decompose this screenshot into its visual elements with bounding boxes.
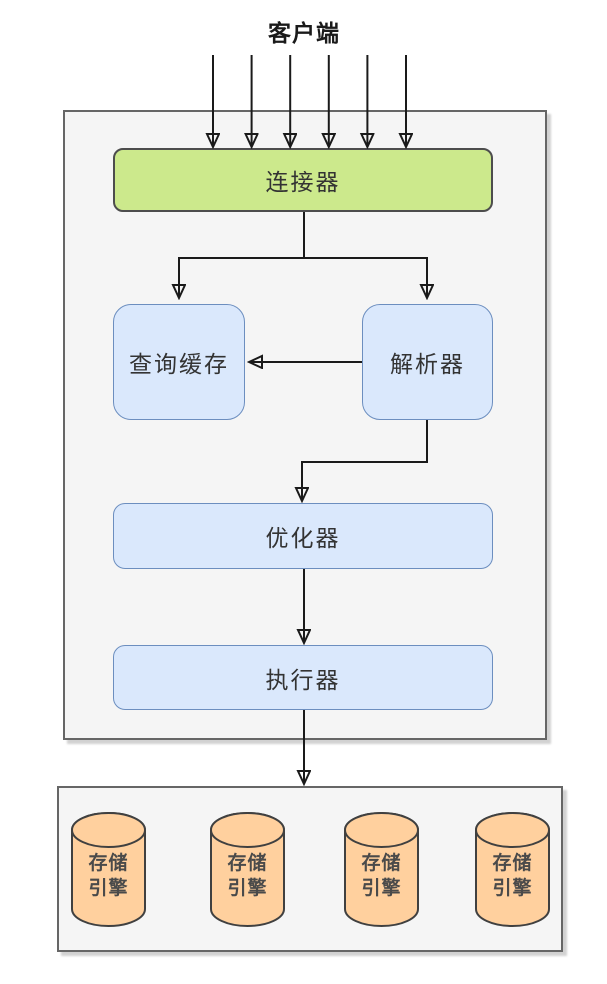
database-cylinder-icon xyxy=(344,812,419,927)
storage-engine-cylinder: 存储 引擎 xyxy=(343,811,420,928)
query-cache-label: 查询缓存 xyxy=(129,351,229,377)
parser-label: 解析器 xyxy=(390,351,465,377)
storage-engine-label: 存储 引擎 xyxy=(227,853,268,899)
executor-label: 执行器 xyxy=(265,666,341,693)
storage-engine-label: 存储 引擎 xyxy=(361,853,402,899)
connector-node: 连接器 xyxy=(113,148,493,212)
connector-label: 连接器 xyxy=(265,169,341,195)
executor-node: 执行器 xyxy=(113,645,493,710)
database-cylinder-icon xyxy=(210,812,285,927)
parser-node: 解析器 xyxy=(362,304,493,420)
storage-engine-label: 存储 引擎 xyxy=(492,853,533,899)
database-cylinder-icon xyxy=(71,812,146,927)
storage-engine-cylinder: 存储 引擎 xyxy=(70,811,147,928)
optimizer-node: 优化器 xyxy=(113,503,493,569)
optimizer-label: 优化器 xyxy=(265,525,341,551)
storage-engine-label: 存储 引擎 xyxy=(88,853,129,899)
client-title: 客户端 xyxy=(268,20,340,46)
storage-engine-cylinder: 存储 引擎 xyxy=(474,811,551,928)
database-cylinder-icon xyxy=(475,812,550,927)
storage-engine-cylinder: 存储 引擎 xyxy=(209,811,286,928)
query-cache-node: 查询缓存 xyxy=(113,304,245,420)
